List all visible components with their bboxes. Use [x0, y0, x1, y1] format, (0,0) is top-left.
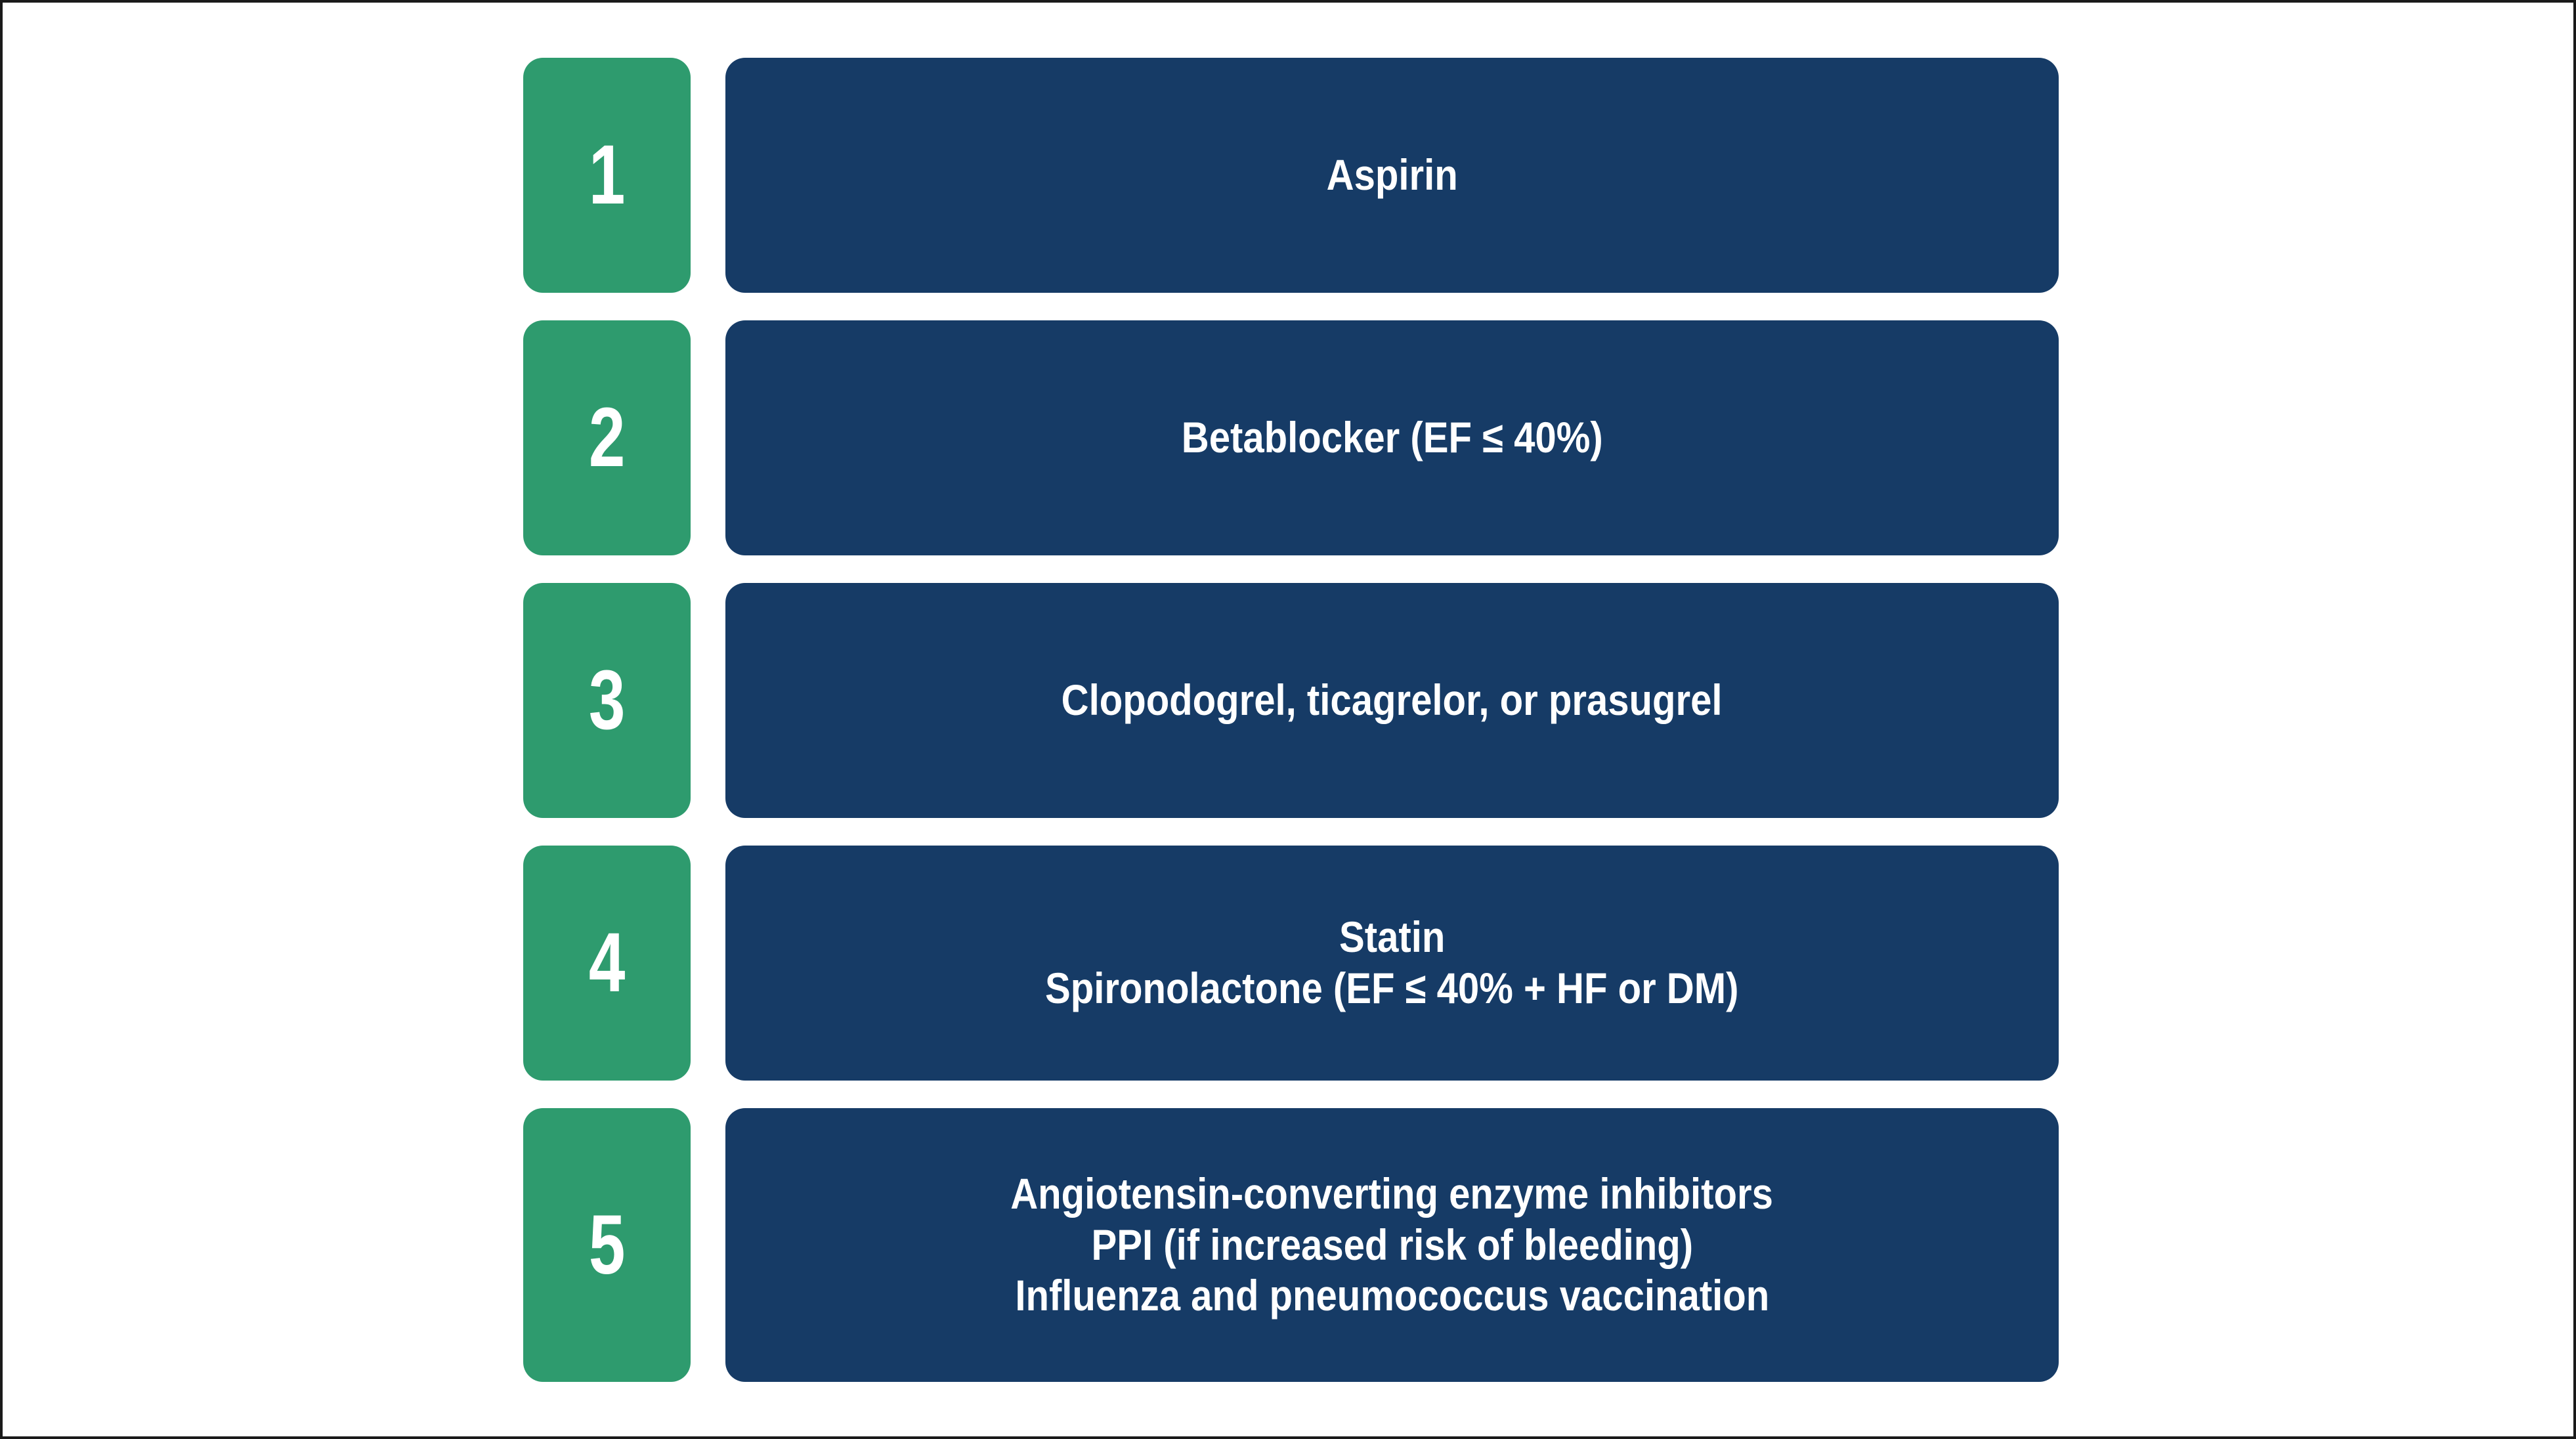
- step-text-line: Influenza and pneumococcus vaccination: [1015, 1271, 1769, 1320]
- step-number-label: 5: [588, 1197, 626, 1292]
- step-row: 2 Betablocker (EF ≤ 40%): [523, 320, 2059, 555]
- step-text-line: PPI (if increased risk of bleeding): [1091, 1220, 1693, 1269]
- step-row: 4 Statin Spironolactone (EF ≤ 40% + HF o…: [523, 846, 2059, 1081]
- step-content-panel-5: Angiotensin-converting enzyme inhibitors…: [725, 1108, 2059, 1382]
- step-text-line: Clopodogrel, ticagrelor, or prasugrel: [1062, 676, 1723, 725]
- step-row: 1 Aspirin: [523, 58, 2059, 293]
- step-number-label: 4: [588, 916, 626, 1010]
- step-number-label: 3: [588, 653, 626, 747]
- step-row: 5 Angiotensin-converting enzyme inhibito…: [523, 1108, 2059, 1382]
- step-text-line: Aspirin: [1326, 150, 1458, 200]
- step-text-line: Spironolactone (EF ≤ 40% + HF or DM): [1045, 964, 1739, 1012]
- step-row: 3 Clopodogrel, ticagrelor, or prasugrel: [523, 583, 2059, 818]
- step-number-label: 2: [588, 391, 626, 484]
- step-number-label: 1: [588, 128, 626, 222]
- step-text-line: Betablocker (EF ≤ 40%): [1181, 413, 1603, 462]
- step-content-panel-4: Statin Spironolactone (EF ≤ 40% + HF or …: [725, 846, 2059, 1081]
- step-number-badge-1: 1: [523, 58, 691, 293]
- step-number-badge-3: 3: [523, 583, 691, 818]
- step-number-badge-5: 5: [523, 1108, 691, 1382]
- step-number-badge-2: 2: [523, 320, 691, 555]
- step-text-line: Angiotensin-converting enzyme inhibitors: [1010, 1169, 1774, 1218]
- step-content-panel-1: Aspirin: [725, 58, 2059, 293]
- step-list: 1 Aspirin 2 Betablocker (EF ≤ 40%) 3 Clo…: [523, 58, 2059, 1386]
- step-content-panel-2: Betablocker (EF ≤ 40%): [725, 320, 2059, 555]
- step-text-line: Statin: [1339, 913, 1446, 962]
- step-content-panel-3: Clopodogrel, ticagrelor, or prasugrel: [725, 583, 2059, 818]
- step-number-badge-4: 4: [523, 846, 691, 1081]
